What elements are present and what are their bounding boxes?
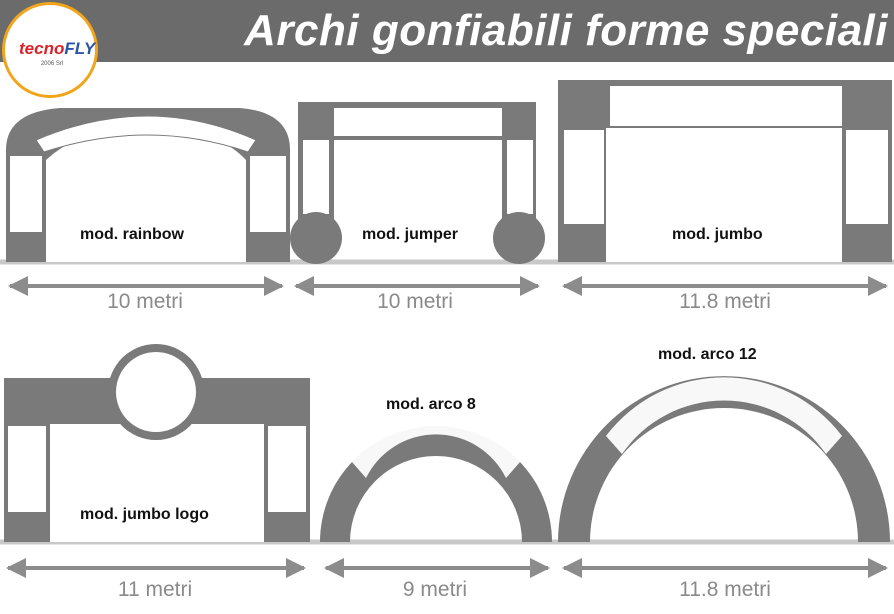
- label-jumbo-logo: mod. jumbo logo: [80, 506, 209, 523]
- header-bar: Archi gonfiabili forme speciali: [0, 0, 894, 62]
- label-arco-8: mod. arco 8: [386, 396, 476, 413]
- size-jumbo-logo: 11 metri: [117, 578, 193, 601]
- jumper-arch: [290, 102, 545, 264]
- size-rainbow: 10 metri: [107, 290, 183, 313]
- jumbo-arch: [558, 80, 892, 262]
- size-arco-12: 11.8 metri: [679, 578, 771, 601]
- rainbow-arch: [6, 108, 290, 262]
- label-jumper: mod. jumper: [362, 226, 459, 243]
- logo-wordmark: tecnoFLY: [19, 39, 95, 63]
- logo-brand-part2: FLY: [64, 39, 96, 58]
- size-jumbo: 11.8 metri: [679, 290, 771, 313]
- label-jumbo: mod. jumbo: [672, 226, 763, 243]
- tecnofly-logo: tecnoFLY 2006 Srl: [2, 2, 98, 98]
- page-title: Archi gonfiabili forme speciali: [244, 6, 888, 55]
- arco-12-arch: [558, 376, 890, 542]
- jumbo-logo-arch: [4, 344, 310, 542]
- arco-8-arch: [320, 412, 552, 542]
- logo-subtitle: 2006 Srl: [40, 61, 64, 67]
- size-jumper: 10 metri: [377, 290, 453, 313]
- label-arco-12: mod. arco 12: [658, 346, 757, 363]
- logo-brand-part1: tecno: [19, 39, 65, 58]
- label-rainbow: mod. rainbow: [80, 226, 184, 243]
- size-arco-8: 9 metri: [402, 578, 468, 601]
